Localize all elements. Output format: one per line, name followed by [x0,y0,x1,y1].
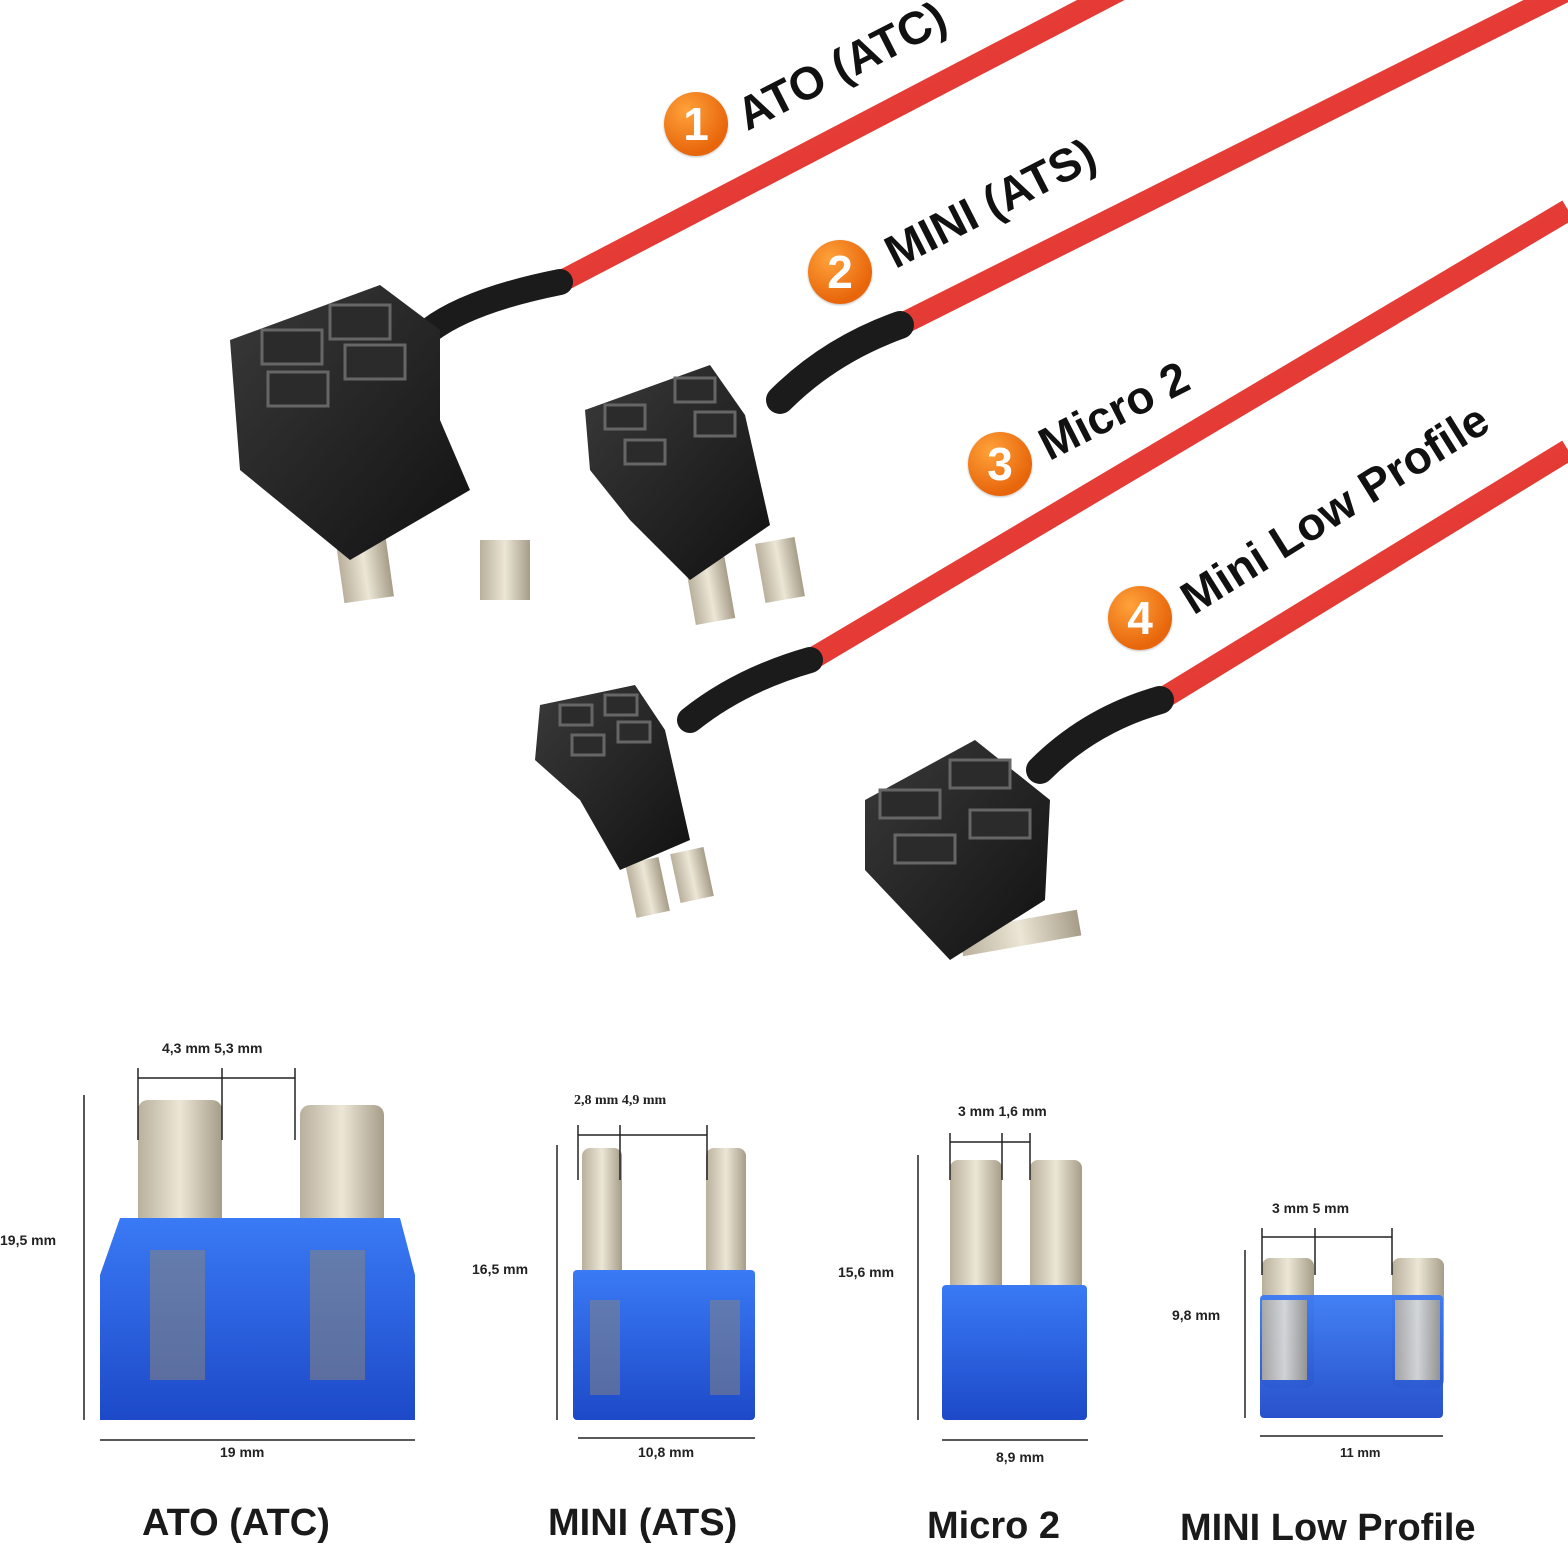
fuse-tap-micro2 [535,685,714,918]
fuse-title-ato: ATO (ATC) [142,1502,330,1544]
fuse-tap-ato [230,285,530,604]
fuse-title-mini-low-profile: MINI Low Profile [1180,1507,1476,1549]
dimension-lines [83,1068,1443,1441]
callout-badge-4: 4 [1108,586,1172,650]
fuse-title-mini: MINI (ATS) [548,1502,738,1544]
micro2-height: 15,6 mm [838,1264,895,1280]
mini-lp-width: 11 mm [1340,1445,1381,1460]
mini-lp-height: 9,8 mm [1172,1307,1221,1323]
mini-lp-pin-spacing: 3 mm 5 mm [1272,1200,1350,1216]
micro2-pin-spacing: 3 mm 1,6 mm [958,1103,1047,1119]
mini-width: 10,8 mm [638,1444,695,1460]
micro2-width: 8,9 mm [996,1449,1045,1465]
wire-2 [766,0,1568,414]
fuse-tap-mini-low-profile [865,740,1082,960]
fuse-micro2-image [942,1160,1087,1420]
callout-badge-2: 2 [808,240,872,304]
mini-height: 16,5 mm [472,1261,529,1277]
fuse-ato-image [100,1100,415,1420]
callout-badge-1: 1 [664,92,728,156]
wire-4 [1026,440,1568,784]
fuse-title-micro2: Micro 2 [927,1505,1061,1547]
fuse-mini-low-profile-image [1260,1258,1444,1418]
ato-height: 19,5 mm [0,1232,57,1248]
ato-width: 19 mm [220,1444,265,1460]
mini-pin-spacing: 2,8 mm 4,9 mm [574,1093,667,1108]
wire-1 [417,0,1125,343]
fuse-tap-mini [585,365,805,625]
fuse-mini-image [573,1148,755,1420]
ato-pin-spacing: 4,3 mm 5,3 mm [162,1040,263,1056]
wire-3 [677,200,1568,733]
callout-badge-3: 3 [968,432,1032,496]
